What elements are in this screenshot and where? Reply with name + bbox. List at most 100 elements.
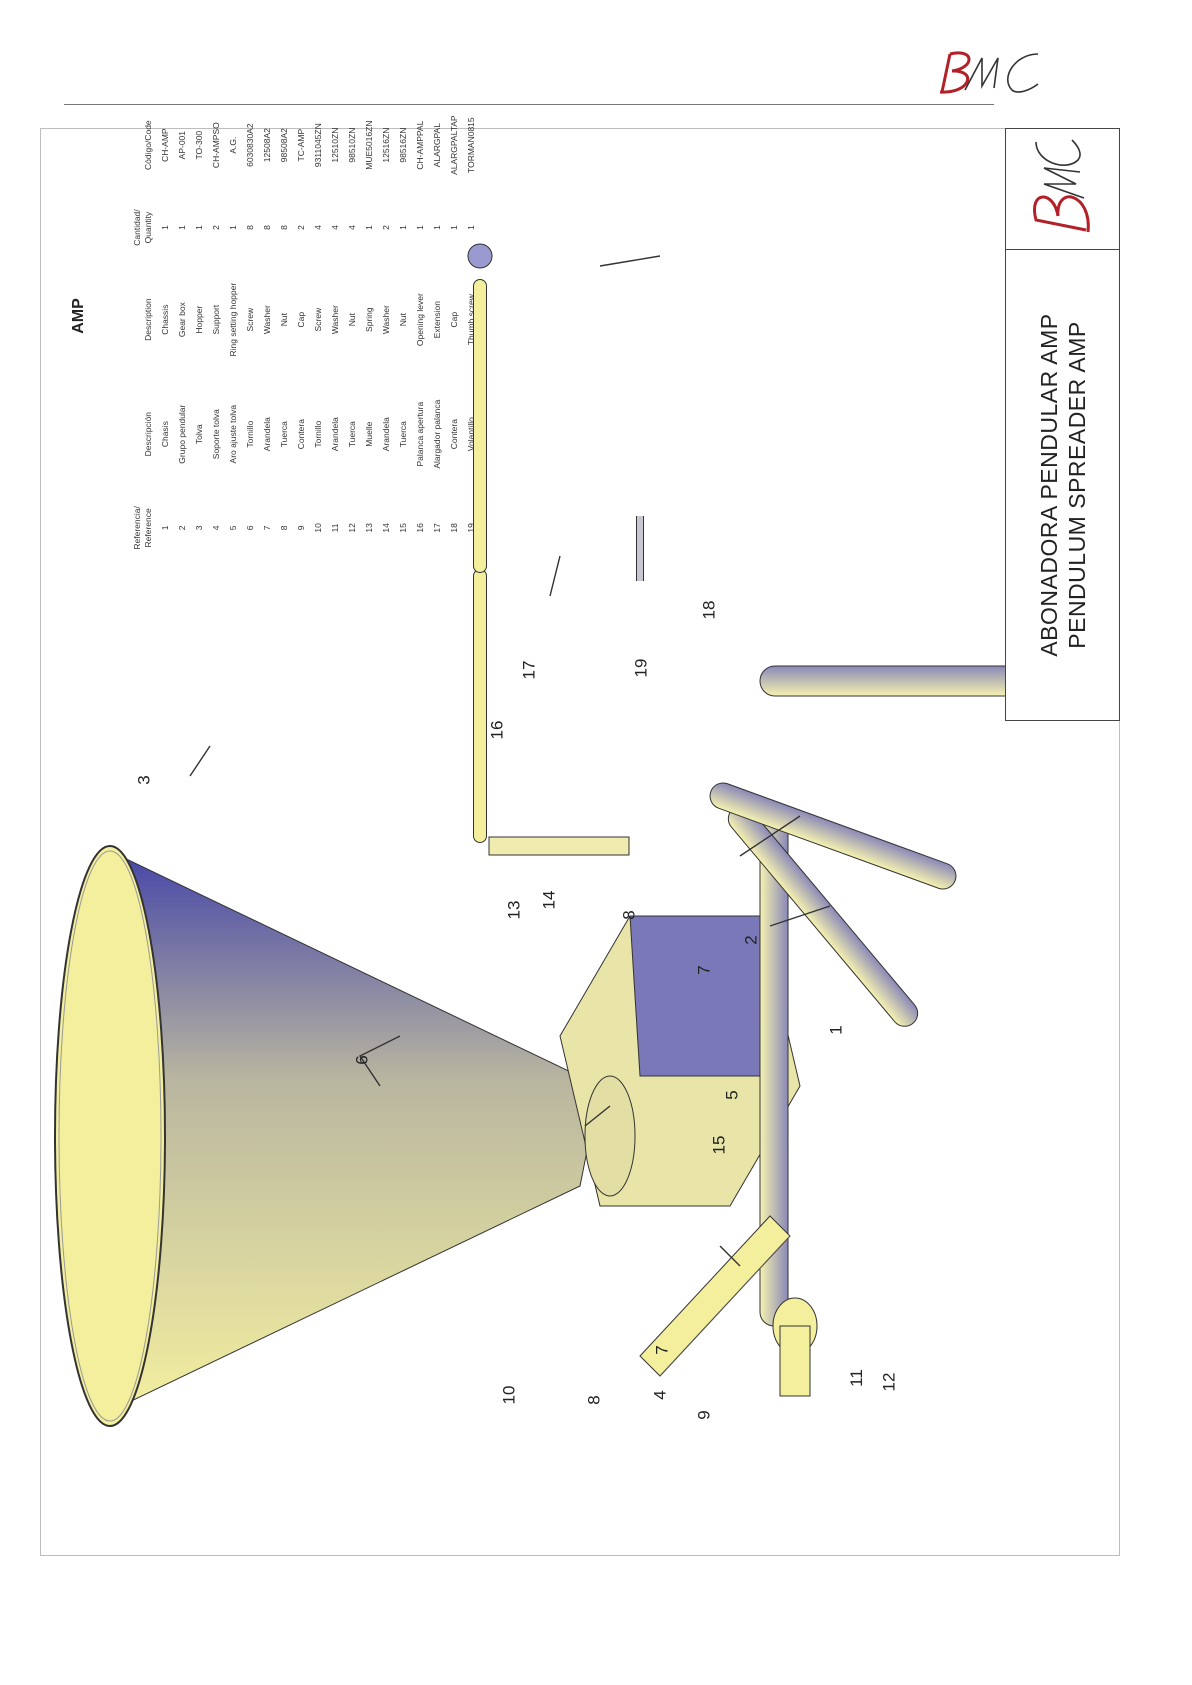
title-line-spanish: ABONADORA PENDULAR AMP: [1035, 313, 1062, 657]
table-cell-ref: 13: [363, 523, 374, 533]
table-cell-en: Chassis: [159, 304, 170, 335]
table-cell-qty: 2: [380, 225, 391, 230]
table-cell-es: Aro ajuste tolva: [227, 404, 238, 464]
table-cell-code: 6030830A2: [244, 123, 255, 167]
table-cell-qty: 1: [363, 225, 374, 230]
table-cell-qty: 1: [465, 225, 476, 230]
table-cell-en: Nut: [397, 313, 408, 327]
hopper-support: [639, 1215, 791, 1377]
chassis: [709, 665, 1071, 1327]
logo-b-stroke: [939, 51, 971, 94]
title-text-cell: ABONADORA PENDULAR AMP PENDULUM SPREADER…: [1006, 249, 1119, 720]
exploded-view-drawing: [54, 243, 1071, 1427]
title-line-english: PENDULUM SPREADER AMP: [1063, 321, 1090, 649]
title-block-logo: [1006, 129, 1119, 250]
header-rule: [64, 104, 994, 105]
table-cell-ref: 2: [176, 525, 187, 531]
callout-leaders: [189, 255, 831, 1267]
table-cell-es: Tuerca: [346, 421, 357, 448]
table-cell-es: Tolva: [193, 424, 204, 445]
table-cell-es: Arandela: [329, 417, 340, 452]
table-cell-en: Washer: [329, 305, 340, 335]
table-cell-qty: 1: [193, 225, 204, 230]
logo-c-stroke: [1006, 53, 1039, 93]
table-cell-ref: 4: [210, 525, 221, 531]
drawing-frame: [40, 128, 1120, 1556]
table-cell-es: Arandela: [380, 417, 391, 452]
table-cell-ref: 17: [431, 523, 442, 533]
table-cell-es: Contera: [295, 419, 306, 450]
table-cell-ref: 6: [244, 525, 255, 531]
table-cell-es: Muelle: [363, 421, 374, 447]
table-cell-en: Opening lever: [414, 293, 425, 347]
table-cell-code: CH-AMP: [159, 128, 170, 162]
table-cell-es: Tuerca: [397, 421, 408, 448]
table-cell-qty: 1: [431, 225, 442, 230]
header-description: Description: [143, 298, 153, 341]
table-cell-qty: 4: [312, 225, 323, 230]
table-header-row: Referencia/Reference Descripción Descrip…: [130, 96, 156, 566]
table-cell-code: CH-AMPSO: [210, 122, 221, 169]
logo-m-stroke: [964, 57, 999, 91]
table-cell-en: Screw: [312, 307, 323, 332]
table-cell-es: Tuerca: [278, 421, 289, 448]
table-cell-es: Alargador palanca: [431, 399, 442, 469]
table-cell-ref: 7: [261, 525, 272, 531]
callout-label: 7: [652, 1345, 672, 1355]
callout-label: 8: [619, 910, 639, 920]
header-code: Código/Code: [143, 120, 153, 170]
table-cell-es: Tornillo: [244, 420, 255, 448]
table-cell-qty: 1: [159, 225, 170, 230]
brand-logo: [939, 51, 1039, 94]
table-title: AMP: [70, 298, 87, 334]
table-cell-code: 12516ZN: [380, 127, 391, 163]
table-cell-ref: 5: [227, 525, 238, 531]
table-cell-code: TC-AMP: [295, 128, 306, 162]
table-cell-en: Cap: [448, 311, 459, 328]
table-cell-en: Nut: [346, 313, 357, 327]
table-cell-es: Volantillo: [465, 417, 476, 452]
table-cell-ref: 9: [295, 525, 306, 531]
hopper: [54, 845, 601, 1427]
callout-label: 17: [519, 660, 539, 680]
table-cell-qty: 8: [244, 225, 255, 230]
table-row: 14 Arandela Washer 2 12516ZN: [377, 96, 394, 566]
table-cell-code: 98516ZN: [397, 127, 408, 163]
table-cell-en: Nut: [278, 313, 289, 327]
cap-9: [772, 1297, 818, 1397]
drawing-sheet: AMP Referencia/Reference Descripción Des…: [40, 115, 1120, 1556]
table-cell-qty: 2: [210, 225, 221, 230]
table-cell-en: Extension: [431, 300, 442, 339]
table-cell-ref: 3: [193, 525, 204, 531]
callout-label: 5: [722, 1090, 742, 1100]
table-cell-qty: 8: [278, 225, 289, 230]
callout-label: 15: [709, 1135, 729, 1155]
table-cell-code: 98510ZN: [346, 127, 357, 163]
table-cell-code: 12510ZN: [329, 127, 340, 163]
table-cell-ref: 14: [380, 523, 391, 533]
table-cell-code: AP-001: [176, 130, 187, 160]
callout-label: 6: [352, 1055, 372, 1065]
table-cell-en: Washer: [380, 305, 391, 335]
table-cell-es: Soporte tolva: [210, 409, 221, 460]
table-cell-code: ALARGPAL: [431, 123, 442, 168]
callout-label: 13: [504, 900, 524, 920]
title-block: ABONADORA PENDULAR AMP PENDULUM SPREADER…: [1005, 128, 1120, 721]
table-cell-qty: 1: [414, 225, 425, 230]
title-logo-mark: [1033, 139, 1090, 233]
table-cell-qty: 1: [397, 225, 408, 230]
table-cell-en: Spring: [363, 307, 374, 332]
table-cell-code: ALARGPALTAP: [448, 115, 459, 175]
callout-label: 11: [846, 1369, 866, 1387]
